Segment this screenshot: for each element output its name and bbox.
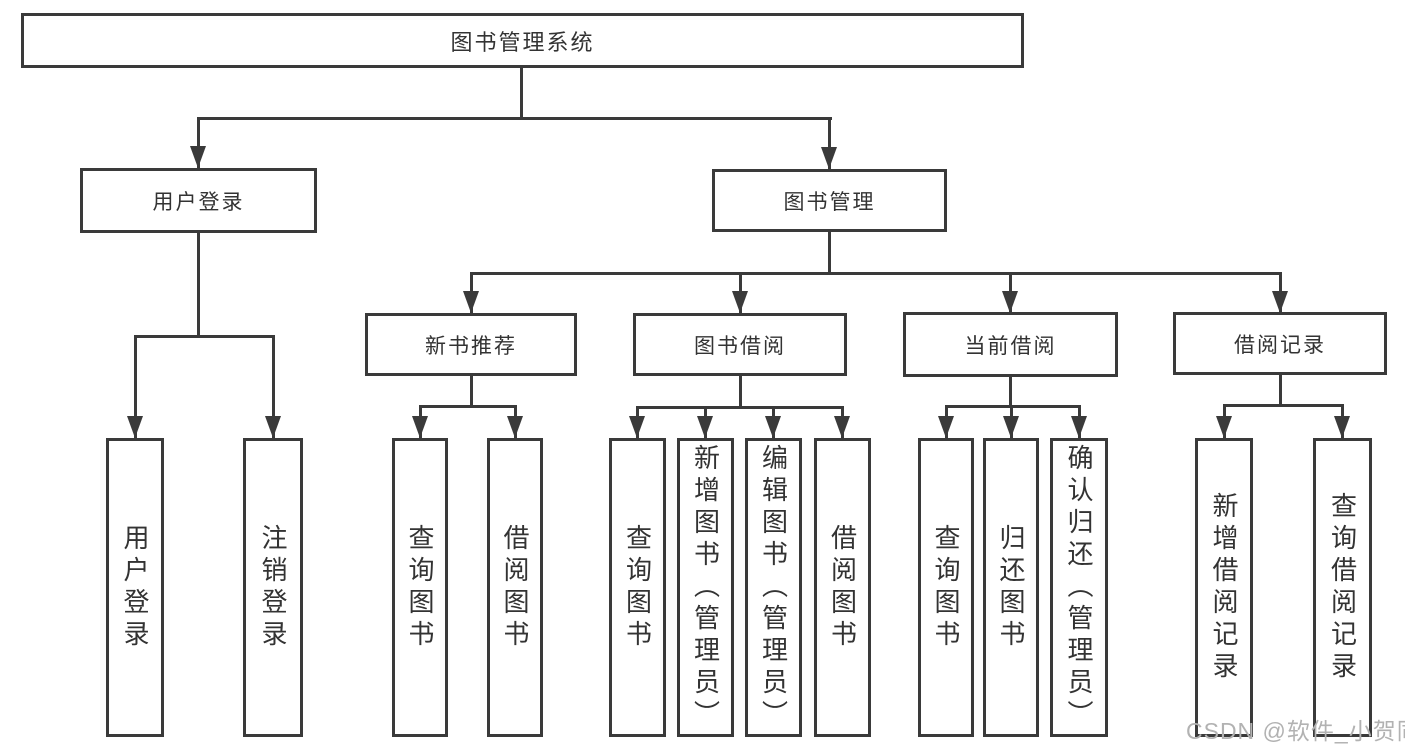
connector-line bbox=[636, 406, 844, 409]
arrow-down-icon bbox=[821, 147, 837, 169]
arrow-down-icon bbox=[1216, 416, 1232, 438]
leaf-br-query-record: 查询借阅记录 bbox=[1313, 438, 1372, 737]
arrow-down-icon bbox=[1334, 416, 1350, 438]
leaf-cb-confirm-return-admin: 确认归还（管理员） bbox=[1050, 438, 1108, 737]
connector-line bbox=[470, 272, 1282, 275]
node-book-borrowing: 图书借阅 bbox=[633, 313, 847, 376]
leaf-user-login: 用户登录 bbox=[106, 438, 164, 737]
arrow-down-icon bbox=[1003, 416, 1019, 438]
arrow-down-icon bbox=[1002, 291, 1018, 313]
connector-line bbox=[197, 117, 200, 168]
leaf-bb-add-books-admin: 新增图书（管理员） bbox=[677, 438, 734, 737]
leaf-logout: 注销登录 bbox=[243, 438, 303, 737]
node-current-borrowing: 当前借阅 bbox=[903, 312, 1118, 377]
connector-line bbox=[1009, 377, 1012, 408]
arrow-down-icon bbox=[265, 416, 281, 438]
node-borrowing-records: 借阅记录 bbox=[1173, 312, 1387, 375]
connector-line bbox=[945, 405, 1081, 408]
arrow-down-icon bbox=[629, 416, 645, 438]
leaf-bb-borrow-books: 借阅图书 bbox=[814, 438, 871, 737]
csdn-watermark: CSDN @软件_小贺同学 bbox=[1186, 718, 1405, 744]
leaf-cb-query-books: 查询图书 bbox=[918, 438, 974, 737]
connector-line bbox=[520, 68, 523, 120]
connector-line bbox=[197, 117, 832, 120]
node-book-management: 图书管理 bbox=[712, 169, 947, 232]
connector-line bbox=[470, 376, 473, 408]
arrow-down-icon bbox=[127, 416, 143, 438]
arrow-down-icon bbox=[190, 146, 206, 168]
leaf-nb-query-books: 查询图书 bbox=[392, 438, 448, 737]
connector-line bbox=[1279, 375, 1282, 407]
arrow-down-icon bbox=[732, 291, 748, 313]
connector-line bbox=[1223, 404, 1344, 407]
leaf-bb-query-books: 查询图书 bbox=[609, 438, 666, 737]
arrow-down-icon bbox=[697, 416, 713, 438]
node-new-book-recommend: 新书推荐 bbox=[365, 313, 577, 376]
arrow-down-icon bbox=[507, 416, 523, 438]
arrow-down-icon bbox=[938, 416, 954, 438]
node-library-system: 图书管理系统 bbox=[21, 13, 1024, 68]
connector-line bbox=[419, 405, 517, 408]
arrow-down-icon bbox=[412, 416, 428, 438]
leaf-br-add-record: 新增借阅记录 bbox=[1195, 438, 1253, 737]
arrow-down-icon bbox=[463, 291, 479, 313]
arrow-down-icon bbox=[1071, 416, 1087, 438]
arrow-down-icon bbox=[834, 416, 850, 438]
arrow-down-icon bbox=[1272, 291, 1288, 313]
connector-line bbox=[828, 117, 831, 169]
leaf-nb-borrow-books: 借阅图书 bbox=[487, 438, 543, 737]
connector-line bbox=[272, 335, 275, 438]
arrow-down-icon bbox=[765, 416, 781, 438]
connector-line bbox=[739, 376, 742, 409]
connector-line bbox=[134, 335, 137, 438]
connector-line bbox=[134, 335, 275, 338]
node-user-login: 用户登录 bbox=[80, 168, 317, 233]
leaf-cb-return-books: 归还图书 bbox=[983, 438, 1039, 737]
leaf-bb-edit-books-admin: 编辑图书（管理员） bbox=[745, 438, 802, 737]
connector-line bbox=[197, 233, 200, 338]
connector-line bbox=[828, 232, 831, 275]
